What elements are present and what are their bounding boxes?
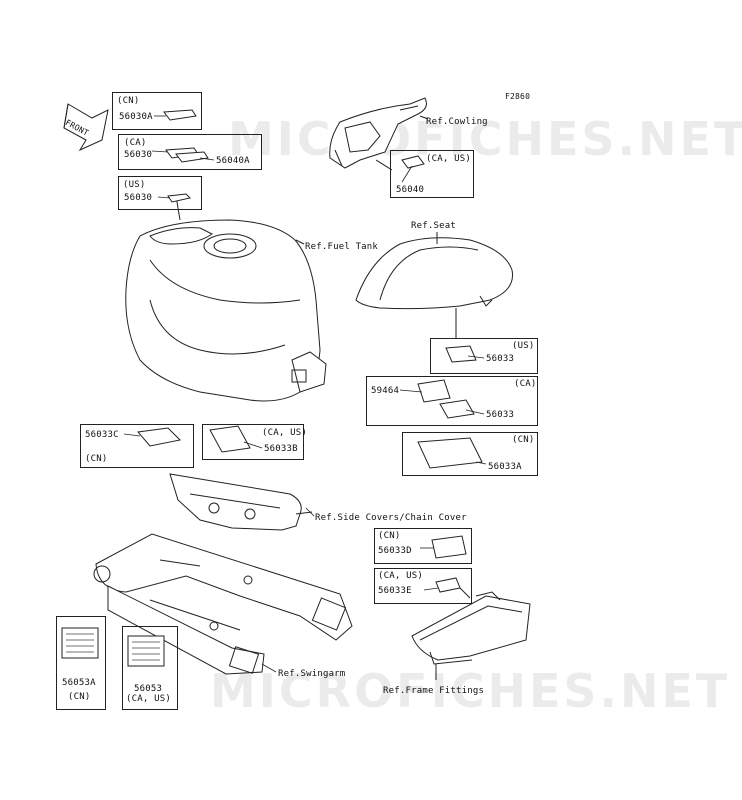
- frame-fitting-drawing: [411, 591, 531, 665]
- box-region-label: (CA): [514, 379, 537, 389]
- decal-59464: [417, 379, 451, 403]
- part-number: 56053A: [62, 678, 96, 688]
- part-number: 56033: [486, 410, 515, 420]
- part-number: 56033: [486, 354, 515, 364]
- box-ca-56033: [366, 376, 538, 426]
- box-region-label: (CN): [378, 531, 401, 541]
- box-region-label: (CN): [85, 454, 108, 464]
- decal-56033-us: [445, 345, 477, 363]
- box-region-label: (US): [512, 341, 535, 351]
- seat-drawing: [355, 237, 514, 310]
- part-number: 56053: [134, 684, 163, 694]
- box-us-56033: [430, 338, 538, 374]
- box-cn-56030a: [112, 92, 202, 130]
- ref-cowling-label: Ref.Cowling: [426, 117, 488, 127]
- box-us-56030: [118, 176, 202, 210]
- box-caus-56040: [390, 150, 474, 198]
- decal-56033b: [209, 425, 251, 453]
- box-region-label: (CA): [124, 138, 147, 148]
- watermark-top: MICROFICHES.NET: [228, 112, 742, 166]
- swingarm-drawing: [93, 533, 353, 675]
- decal-shapes: [61, 109, 483, 667]
- front-arrow-icon: [63, 103, 109, 152]
- part-number: 59464: [371, 386, 400, 396]
- box-cn-56033a: [402, 432, 538, 476]
- box-region-label: (CN): [117, 96, 140, 106]
- figure-id: F2860: [505, 92, 531, 101]
- ref-seat-label: Ref.Seat: [411, 221, 456, 231]
- decal-56033a: [417, 437, 483, 469]
- ref-frame-fittings-label: Ref.Frame Fittings: [383, 686, 485, 696]
- part-number: 56033C: [85, 430, 119, 440]
- part-leaders: [123, 115, 487, 591]
- decal-56040: [401, 155, 425, 169]
- fuel-tank-drawing: [125, 219, 327, 402]
- part-number: 56040A: [216, 156, 250, 166]
- decal-56053: [127, 635, 165, 667]
- reference-leaders: [261, 507, 315, 673]
- part-number: 56033B: [264, 444, 298, 454]
- box-cn-56033d: [374, 528, 472, 564]
- chain-cover-drawing: [169, 473, 313, 531]
- decal-56030a: [163, 109, 197, 121]
- box-caus-56033b: [202, 424, 304, 460]
- box-region-label: (CN): [68, 692, 91, 702]
- box-region-label: (CN): [512, 435, 535, 445]
- ref-swingarm-label: Ref.Swingarm: [278, 669, 346, 679]
- ref-side-covers-label: Ref.Side Covers/Chain Cover: [315, 513, 467, 523]
- box-cn-56053a: [56, 616, 106, 710]
- box-region-label: (CA, US): [262, 428, 307, 438]
- box-cn-56033c: [80, 424, 194, 468]
- part-number: 56030: [124, 193, 153, 203]
- box-region-label: (CA, US): [426, 154, 471, 164]
- leader-56040: [375, 159, 393, 171]
- decal-56053a: [61, 627, 99, 659]
- part-number: 56033D: [378, 546, 412, 556]
- box-region-label: (CA, US): [126, 694, 171, 704]
- decal-56033e: [435, 577, 461, 593]
- decal-56033-ca: [439, 399, 475, 419]
- part-number: 56033A: [488, 462, 522, 472]
- part-number: 56030: [124, 150, 153, 160]
- box-region-label: (US): [123, 180, 146, 190]
- decal-56030-us: [167, 193, 191, 203]
- cowling-part-drawing: [329, 97, 429, 169]
- watermark-bottom: MICROFICHES.NET: [210, 664, 731, 718]
- part-number: 56040: [396, 185, 425, 195]
- ref-fuel-tank-label: Ref.Fuel Tank: [305, 242, 379, 252]
- box-ca-56030: [118, 134, 262, 170]
- box-region-label: (CA, US): [378, 571, 423, 581]
- box-caus-56033e: [374, 568, 472, 604]
- decal-56033c: [137, 427, 182, 447]
- part-number: 56030A: [119, 112, 153, 122]
- decal-56040a: [175, 151, 209, 163]
- decal-56033d: [431, 535, 467, 559]
- part-number: 56033E: [378, 586, 412, 596]
- box-caus-56053: [122, 626, 178, 710]
